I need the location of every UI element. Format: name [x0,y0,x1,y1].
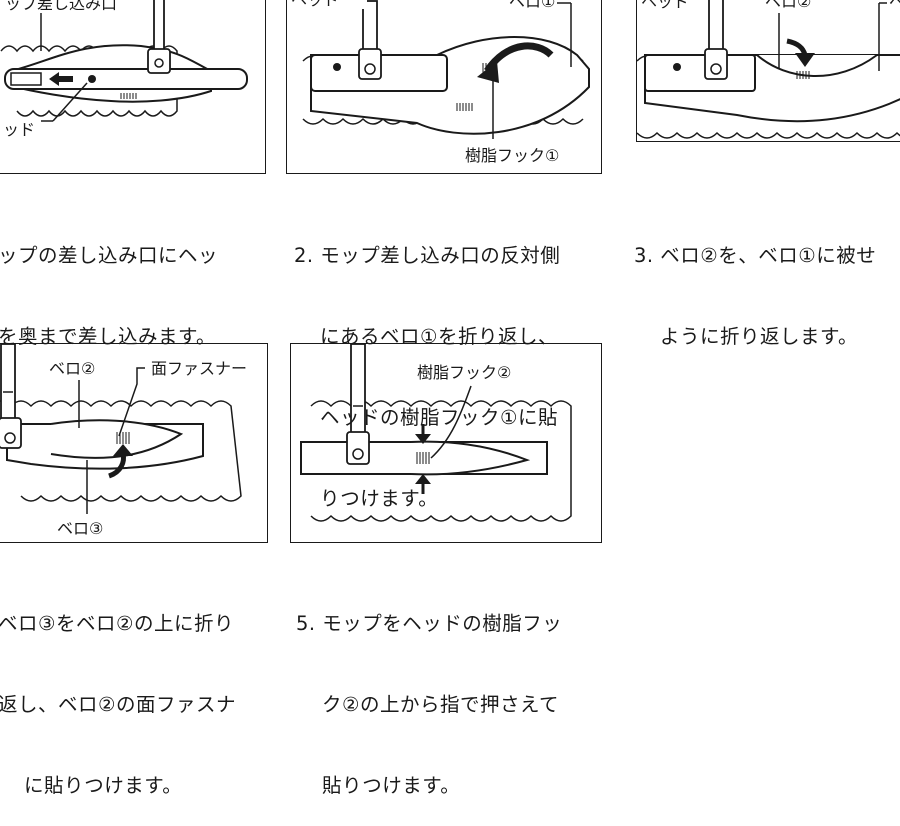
caption-line: ヘッドの樹脂フック①に貼 [320,406,558,429]
caption-line: りつけます。 [320,487,439,510]
label-flap-right: ベロ [889,0,900,11]
step5-caption: 5. モップをヘッドの樹脂フッ ク②の上から指で押さえて 貼りつけます。 [296,556,562,826]
step5-illustration: 樹脂フック② [290,343,602,543]
step4-caption: ベロ③をベロ②の上に折り 返し、ベロ②の面ファスナ に貼りつけます。 [0,556,236,826]
label-fastener: 面ファスナー [151,359,247,378]
label-flap2: ベロ② [765,0,811,11]
step1-caption: ップの差し込み口にヘッ を奥まで差し込みます。 [0,188,218,377]
caption-line: に貼りつけます。 [24,774,183,797]
label-hook1: 樹脂フック① [465,146,559,165]
caption-line: 5. モップをヘッドの樹脂フッ [296,612,563,635]
label-flap2: ベロ② [49,359,95,378]
step2-caption: 2. モップ差し込み口の反対側 にあるベロ①を折り返し、 ヘッドの樹脂フック①に… [294,188,560,539]
label-head: ッド [3,120,35,139]
step1-illustration: ップ差し込み口 ッド [0,0,266,174]
caption-line: を奥まで差し込みます。 [0,325,217,348]
label-head: ヘッド [291,0,339,9]
label-head: ヘッド [641,0,689,11]
step3-illustration: ヘッド ベロ② ベロ [636,0,900,142]
label-insert-slot: ップ差し込み口 [5,0,117,13]
caption-line: 3. ベロ②を、ベロ①に被せ [634,244,877,267]
step3-caption: 3. ベロ②を、ベロ①に被せ ように折り返します。 [634,188,876,377]
caption-line: ク②の上から指で押さえて [322,693,560,716]
caption-line: 2. モップ差し込み口の反対側 [294,244,561,267]
label-flap1: ベロ① [509,0,555,11]
step4-illustration: ベロ② 面ファスナー ベロ③ [0,343,268,543]
caption-line: 貼りつけます。 [322,774,461,797]
step2-illustration: ヘッド ベロ① 樹脂フック① [286,0,602,174]
caption-line: にあるベロ①を折り返し、 [320,325,558,348]
caption-line: ベロ③をベロ②の上に折り [0,612,234,635]
label-flap3: ベロ③ [57,519,103,538]
caption-line: ップの差し込み口にヘッ [0,244,219,267]
label-hook2: 樹脂フック② [417,363,511,382]
caption-line: 返し、ベロ②の面ファスナ [0,693,236,716]
caption-line: ように折り返します。 [660,325,859,348]
